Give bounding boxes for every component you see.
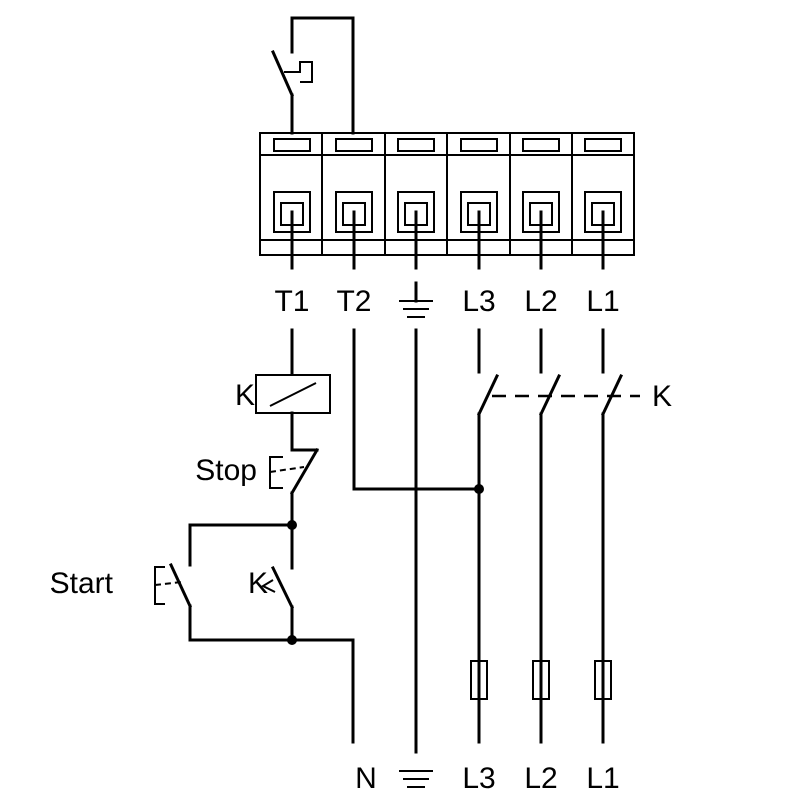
junction-dot bbox=[287, 520, 297, 530]
terminal-label-l2: L2 bbox=[524, 285, 557, 318]
fuse-l2 bbox=[532, 659, 550, 701]
stop-button-symbol bbox=[269, 447, 320, 496]
fuse-l3 bbox=[470, 659, 488, 701]
supply-label-l1: L1 bbox=[586, 762, 619, 795]
coil-label: K bbox=[235, 379, 255, 412]
control-circuit bbox=[154, 328, 355, 744]
start-label: Start bbox=[50, 567, 114, 600]
terminal-label-t1: T1 bbox=[274, 285, 309, 318]
t2-to-l3-wire bbox=[352, 328, 481, 491]
supply-label-l2: L2 bbox=[524, 762, 557, 795]
terminal-label-l1: L1 bbox=[586, 285, 619, 318]
junction-dot bbox=[287, 635, 297, 645]
start-button-symbol bbox=[154, 551, 192, 642]
holding-contact-label: K bbox=[248, 567, 268, 600]
ground-icon bbox=[399, 770, 433, 788]
terminal-dividers bbox=[321, 133, 573, 255]
thermal-switch bbox=[271, 16, 355, 135]
main-contacts-label: K bbox=[652, 380, 672, 413]
holding-contact-symbol bbox=[260, 565, 295, 642]
supply-label-l3: L3 bbox=[462, 762, 495, 795]
terminal-label-t2: T2 bbox=[336, 285, 371, 318]
main-contacts bbox=[477, 328, 640, 744]
terminal-label-l3: L3 bbox=[462, 285, 495, 318]
neutral-label: N bbox=[355, 762, 377, 795]
stop-label: Stop bbox=[195, 454, 257, 487]
ground-icon bbox=[399, 281, 433, 318]
terminal-block bbox=[259, 132, 635, 270]
fuse-l1 bbox=[594, 659, 612, 701]
